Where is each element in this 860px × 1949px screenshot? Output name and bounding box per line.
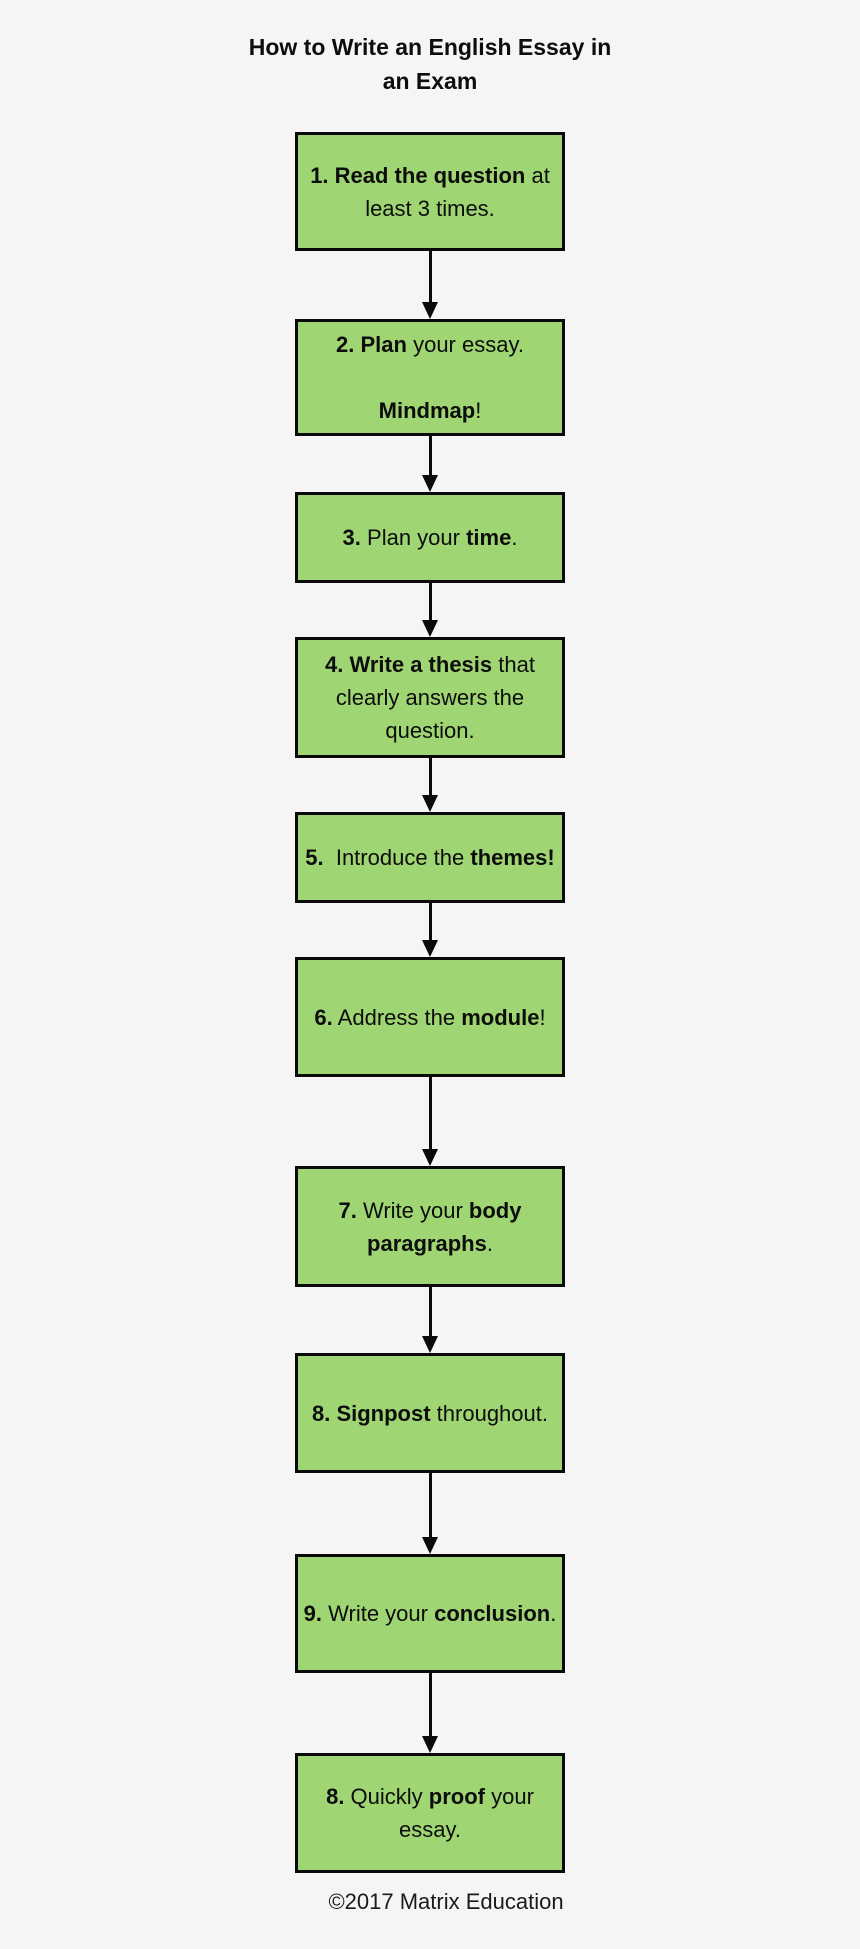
arrow-shaft — [428, 758, 432, 798]
arrow-shaft — [428, 436, 432, 478]
flow-box-text-line: 2. Plan your essay. — [336, 328, 524, 361]
text-segment: 8. — [326, 1784, 345, 1809]
text-segment: 8. Signpost — [312, 1400, 431, 1426]
arrow-shaft — [428, 1287, 432, 1339]
flow-box-step-4: 4. Write a thesis that clearly answers th… — [295, 637, 565, 758]
text-segment: conclusion — [434, 1601, 551, 1626]
flow-box-step-5: 5. Introduce the themes! — [295, 812, 565, 903]
text-segment: Introduce the — [323, 845, 471, 870]
text-segment: Mindmap — [378, 398, 476, 423]
arrowhead-down-icon — [422, 475, 438, 492]
flow-box-text-line: 8. Signpost throughout. — [312, 1397, 548, 1430]
arrowhead-down-icon — [422, 302, 438, 319]
text-segment: Address the — [332, 1004, 462, 1030]
flow-box-text-line: 8. Quickly proof your — [326, 1780, 534, 1813]
arrow-shaft — [428, 1673, 432, 1739]
text-segment: at — [525, 162, 550, 188]
text-segment: themes! — [470, 845, 555, 870]
flow-box-text-line: 3. Plan your time. — [343, 521, 518, 554]
flow-box-text-line: 1. Read the question at — [310, 159, 550, 192]
flow-box-text-line: question. — [385, 714, 474, 747]
arrowhead-down-icon — [422, 1736, 438, 1753]
arrowhead-down-icon — [422, 795, 438, 812]
arrow-shaft — [428, 251, 432, 305]
text-segment: your — [485, 1784, 534, 1809]
flow-box-text-line: Mindmap! — [379, 394, 482, 427]
flow-box-text-line — [427, 361, 433, 394]
arrow-shaft — [428, 903, 432, 943]
text-segment: module — [461, 1004, 540, 1030]
text-segment: clearly answers the — [335, 685, 525, 710]
text-segment: Write your — [356, 1197, 469, 1223]
text-segment: least 3 times. — [365, 195, 495, 221]
text-segment: 3. — [342, 525, 361, 550]
flow-box-text-line: 6. Address the module! — [314, 1001, 545, 1034]
text-segment: 5. — [305, 845, 324, 870]
text-segment: time — [466, 525, 512, 550]
text-segment: proof — [428, 1784, 485, 1809]
text-segment: Write your — [322, 1601, 435, 1626]
arrow-shaft — [428, 1473, 432, 1540]
text-segment: 9. — [303, 1601, 323, 1626]
flow-box-step-10: 8. Quickly proof your essay. — [295, 1753, 565, 1873]
flow-box-step-1: 1. Read the question at least 3 times. — [295, 132, 565, 251]
text-segment: paragraphs — [367, 1230, 487, 1256]
arrow-shaft — [428, 583, 432, 623]
flow-box-text-line: paragraphs. — [367, 1227, 493, 1260]
text-segment: question. — [385, 718, 475, 743]
text-segment: 6. — [314, 1004, 333, 1030]
text-segment: 7. — [338, 1197, 357, 1223]
flow-box-text-line: 5. Introduce the themes! — [305, 841, 554, 874]
arrowhead-down-icon — [422, 1336, 438, 1353]
flow-box-text-line: essay. — [399, 1813, 461, 1846]
flow-box-text-line: least 3 times. — [365, 192, 495, 225]
flow-box-text-line: clearly answers the — [336, 681, 524, 714]
text-segment: that — [492, 652, 535, 677]
flow-box-text-line: 4. Write a thesis that — [325, 648, 535, 681]
arrowhead-down-icon — [422, 1537, 438, 1554]
text-segment: Quickly — [344, 1784, 429, 1809]
text-segment: throughout. — [430, 1400, 548, 1426]
flow-box-step-8: 8. Signpost throughout. — [295, 1353, 565, 1473]
text-segment: Plan your — [360, 525, 467, 550]
flow-box-text-line: 7. Write your body — [339, 1194, 522, 1227]
text-segment: . — [486, 1230, 493, 1256]
diagram-title: How to Write an English Essay in an Exam — [248, 34, 612, 94]
text-segment: 2. Plan — [336, 332, 407, 357]
text-segment: . — [550, 1601, 557, 1626]
arrowhead-down-icon — [422, 620, 438, 637]
flow-box-step-3: 3. Plan your time. — [295, 492, 565, 583]
text-segment: 4. Write a thesis — [325, 652, 493, 677]
text-segment: ! — [539, 1004, 546, 1030]
text-segment: essay. — [399, 1817, 461, 1842]
flow-box-step-9: 9. Write your conclusion. — [295, 1554, 565, 1673]
text-segment: body — [468, 1197, 522, 1223]
flow-box-text-line: 9. Write your conclusion. — [304, 1597, 557, 1630]
text-segment: ! — [475, 398, 482, 423]
flow-box-step-2: 2. Plan your essay. Mindmap! — [295, 319, 565, 436]
text-segment: . — [511, 525, 518, 550]
copyright-text: ©2017 Matrix Education — [328, 1889, 564, 1914]
text-segment: 1. Read the question — [310, 162, 526, 188]
text-segment: your essay. — [406, 332, 524, 357]
flow-box-step-6: 6. Address the module! — [295, 957, 565, 1077]
arrow-shaft — [428, 1077, 432, 1152]
arrowhead-down-icon — [422, 1149, 438, 1166]
arrowhead-down-icon — [422, 940, 438, 957]
